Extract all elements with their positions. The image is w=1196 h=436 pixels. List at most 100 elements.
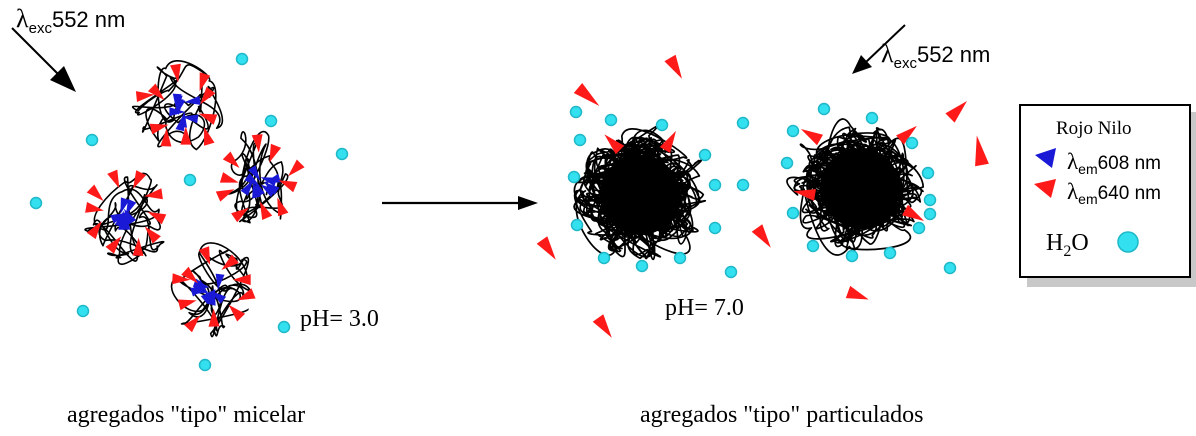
micellar-aggregates (84, 60, 305, 338)
nile-red-blue (121, 213, 131, 230)
nile-red-red (269, 143, 282, 163)
nile-red-red (975, 135, 989, 167)
red-dye-icon (1034, 179, 1056, 198)
excitation-arrow-right (852, 24, 906, 74)
nile-red-blue (200, 289, 217, 303)
water-droplet (817, 102, 831, 116)
nile-red-blue (125, 199, 137, 216)
nile-red-red (277, 197, 289, 217)
water-droplet (183, 173, 197, 187)
nile-red-red (199, 72, 211, 92)
blue-dye-icon (1035, 148, 1056, 168)
nile-red-red (184, 315, 201, 333)
nile-red-red (135, 91, 155, 102)
water-droplet (724, 265, 738, 279)
nile-red-red (86, 221, 102, 240)
micelle (215, 131, 305, 224)
water-droplet (85, 133, 99, 147)
nile-red-red (208, 308, 220, 327)
water-droplet (235, 52, 249, 66)
micelle (131, 60, 224, 151)
nile-red-red (222, 151, 240, 168)
nile-red-red (170, 63, 181, 83)
water-droplet (806, 239, 820, 253)
nile-red-red (845, 285, 869, 300)
nile-red-blue (120, 197, 130, 214)
nile-red-red (902, 204, 925, 221)
particle (573, 125, 707, 260)
water-droplet (736, 116, 750, 130)
water-droplet (698, 148, 712, 162)
nile-red-red (251, 134, 263, 153)
nile-red-red (228, 304, 246, 322)
nile-red-red (793, 189, 816, 201)
nile-red-red (204, 127, 215, 146)
nile-red-red (144, 188, 163, 200)
micelle (170, 242, 256, 338)
nile-red-blue (240, 180, 254, 196)
nile-red-blue (169, 107, 186, 117)
particle (786, 118, 925, 256)
nile-red-red (259, 201, 273, 220)
polymer-coil (131, 60, 224, 151)
nile-red-blue (192, 278, 210, 288)
particulate-aggregates (573, 118, 925, 260)
nile-red-red (180, 126, 192, 145)
water-droplet (567, 170, 581, 184)
nile-red-red (219, 172, 239, 183)
nile-red-red (86, 184, 104, 201)
nile-red-red (751, 224, 771, 248)
water-droplet (780, 156, 794, 170)
water-droplet (883, 246, 897, 260)
nile-red-blue (190, 287, 207, 297)
polymer-coil (579, 137, 692, 243)
water-droplet (912, 221, 926, 235)
nile-red-blue (182, 114, 199, 124)
nile-red-blue (206, 289, 216, 306)
water-droplet (277, 320, 291, 334)
water-droplet (708, 221, 722, 235)
free-nile-red-dyes (536, 54, 989, 338)
nile-red-red (160, 128, 172, 147)
water-droplet-icon (1117, 231, 1139, 253)
water-droplet (921, 166, 935, 180)
nile-red-red (945, 101, 967, 123)
nile-red-blue (184, 96, 201, 105)
nile-red-red (896, 125, 917, 145)
nile-red-red (147, 211, 167, 225)
nile-red-red (536, 236, 556, 260)
legend-red-label: λem640 nm (1067, 179, 1161, 207)
polymer-coil (806, 137, 912, 244)
nile-red-red (236, 288, 256, 301)
ph-label-acid: pH= 3.0 (300, 306, 379, 332)
transition-arrow (382, 196, 538, 210)
polymer-coil (84, 172, 165, 265)
nile-red-blue (215, 273, 225, 290)
water-droplet (570, 218, 584, 232)
nile-red-blue (264, 173, 281, 183)
water-droplet (708, 178, 722, 192)
caption-particulate: agregados "tipo" particulados (640, 402, 924, 428)
nile-red-red (232, 274, 251, 286)
nile-red-red (198, 113, 218, 125)
nile-red-red (231, 207, 249, 223)
nile-red-blue (260, 184, 277, 198)
water-droplet (673, 251, 687, 265)
nile-red-red (800, 129, 823, 146)
legend: Rojo Nilo λem608 nm λem640 nm H2O (1019, 104, 1196, 287)
water-droplet (569, 105, 583, 119)
legend-blue-label: λem608 nm (1067, 149, 1161, 177)
water-droplet (786, 206, 800, 220)
nile-red-red (604, 134, 625, 155)
nile-red-red (149, 123, 169, 135)
water-droplet (29, 196, 43, 210)
nile-red-blue (244, 173, 260, 187)
water-droplet (335, 147, 349, 161)
nile-red-red (133, 170, 147, 189)
excitation-arrow-left (11, 27, 76, 92)
water-droplets (29, 52, 957, 372)
nile-red-red (105, 236, 122, 254)
nile-red-red (573, 83, 600, 106)
nile-red-blue (173, 95, 183, 112)
